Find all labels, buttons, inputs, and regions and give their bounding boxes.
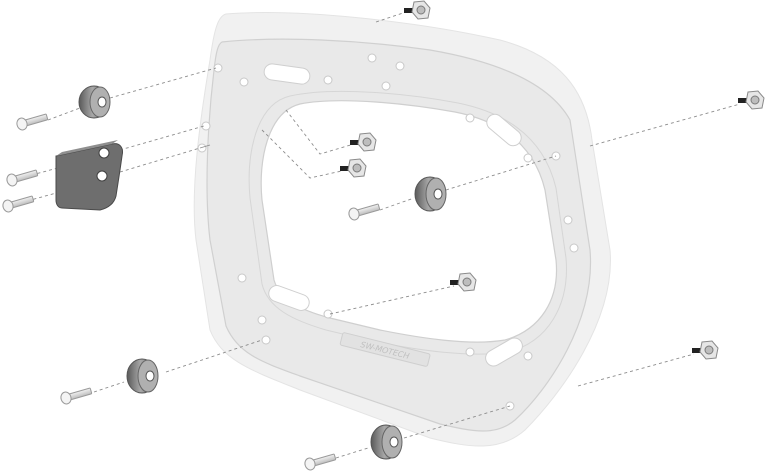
nut-top <box>404 0 431 20</box>
frame-hole <box>367 53 377 63</box>
frame-inner-opening <box>260 100 558 343</box>
bracket-hole <box>98 147 110 159</box>
leader-line <box>199 144 211 149</box>
leader-line <box>261 129 347 179</box>
frame-hole <box>523 153 533 163</box>
spacer-bottom <box>370 424 403 460</box>
spacer-top-left <box>78 85 111 119</box>
frame-holes <box>197 53 579 411</box>
frame-hole <box>239 77 249 87</box>
screw-bottom <box>304 453 337 471</box>
screw-bracket-1 <box>6 169 39 187</box>
frame-hole <box>563 215 573 225</box>
leader-line <box>379 197 415 211</box>
bracket-hole <box>96 170 108 182</box>
leader-lines <box>15 11 741 459</box>
leader-line <box>165 339 263 373</box>
screw-bracket-2 <box>2 195 35 213</box>
frame-hole <box>395 61 405 71</box>
leader-line <box>285 109 355 155</box>
frame-slot-bottom-right <box>485 337 523 367</box>
screw-top-left <box>16 113 49 131</box>
leader-line <box>119 147 201 173</box>
frame-hole <box>261 335 271 345</box>
frame-hole <box>237 273 247 283</box>
frame-hole <box>323 75 333 85</box>
nut-inner-2 <box>340 158 367 178</box>
frame-hole <box>523 351 533 361</box>
frame-slot-right <box>486 113 522 147</box>
spacer-bottom-left <box>126 358 159 394</box>
leader-line <box>445 155 557 191</box>
nut-right <box>738 90 765 110</box>
mounting-bracket <box>55 140 123 211</box>
spacer-center <box>414 176 447 212</box>
nut-middle <box>450 272 477 292</box>
frame-hole <box>569 243 579 253</box>
frame-hole <box>213 63 223 73</box>
leader-line <box>403 405 511 439</box>
frame-hole <box>465 113 475 123</box>
leader-line <box>335 447 369 459</box>
frame-hole <box>381 81 391 91</box>
frame-slot-bottom-left <box>268 285 310 311</box>
leader-line <box>93 381 125 393</box>
frame-hole <box>465 347 475 357</box>
leader-line <box>47 107 81 121</box>
screw-center <box>348 203 381 221</box>
frame-slot-top-left <box>263 63 311 85</box>
leader-line <box>589 103 741 147</box>
leader-line <box>109 67 217 99</box>
leader-line <box>577 353 695 387</box>
leader-line <box>375 11 407 23</box>
nut-bottom-right <box>692 340 719 360</box>
frame-hole <box>257 315 267 325</box>
frame-hole <box>201 121 211 131</box>
screw-bottom-left <box>60 387 93 405</box>
leader-line <box>119 125 205 151</box>
side-carrier-frame: SW-MOTECH <box>193 12 611 447</box>
frame-hole <box>197 143 207 153</box>
nut-inner-1 <box>350 132 377 152</box>
